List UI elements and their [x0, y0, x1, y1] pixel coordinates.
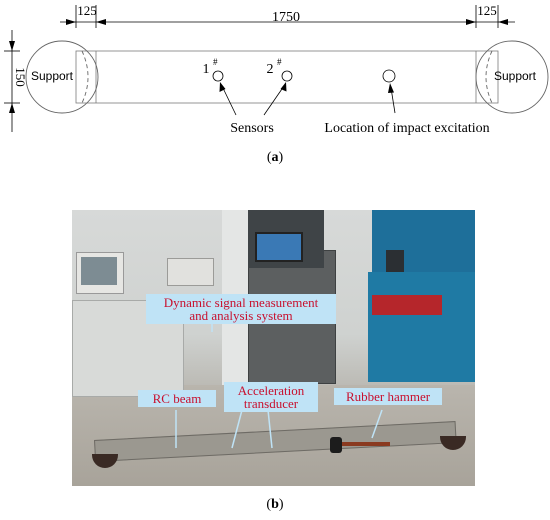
dim-arrow — [498, 19, 508, 25]
sensor-1-pointer — [221, 85, 237, 116]
dim-arrow — [9, 41, 15, 51]
daq-screen — [255, 232, 303, 262]
support-right-circle — [475, 40, 549, 114]
roller-support-left — [92, 454, 118, 468]
dim-span: 1750 — [272, 10, 300, 25]
beam-outline — [75, 50, 499, 104]
callout-hammer-text: Rubber hammer — [345, 389, 431, 404]
rubber-hammer-handle — [340, 442, 390, 446]
dim-arrow — [9, 103, 15, 113]
beam-schematic: 125 1750 125 150 Support Support 1 # 2 # — [4, 3, 549, 136]
support-right-hidden-edge — [485, 50, 493, 104]
callout-daq-line1: Dynamic signal measurement — [163, 295, 319, 310]
impact-location-marker — [382, 69, 396, 83]
callout-accel-line1: Acceleration — [237, 383, 305, 398]
pointer-arrowhead — [219, 82, 226, 92]
sensor-1-marker — [212, 70, 224, 82]
sensor-1-label: 1 — [203, 62, 210, 77]
dim-arrow — [96, 19, 106, 25]
sensors-label: Sensors — [230, 121, 274, 136]
printer — [167, 258, 214, 286]
dim-left-overhang: 125 — [77, 3, 97, 18]
sensor-2-pointer — [263, 85, 285, 116]
callout-rc-beam-text: RC beam — [152, 391, 202, 406]
subfigure-caption-b: (b) — [266, 497, 284, 512]
callout-rubber-hammer: Rubber hammer — [334, 388, 442, 405]
support-right-label: Support — [494, 69, 537, 83]
pointer-arrowhead — [280, 82, 287, 92]
callout-accel-line2: transducer — [243, 396, 299, 411]
pointer-line — [371, 409, 383, 439]
dim-depth: 150 — [13, 67, 28, 87]
subfigure-caption-a: (a) — [266, 150, 284, 165]
callout-acceleration-transducer: Acceleration transducer — [224, 382, 318, 412]
red-control-panel — [372, 295, 442, 315]
pointer-line — [231, 409, 243, 449]
callout-rc-beam: RC beam — [138, 390, 216, 407]
pointer-line — [267, 409, 273, 449]
lab-photograph: Dynamic signal measurement and analysis … — [72, 210, 475, 486]
support-left-hidden-edge — [81, 50, 89, 104]
sensor-1-superscript: # — [213, 57, 218, 67]
photo-pointer-lines — [175, 294, 383, 449]
dim-right-overhang: 125 — [477, 3, 497, 18]
sensor-2-superscript: # — [277, 57, 282, 67]
roller-support-right — [440, 436, 466, 450]
subfigure-letter-a: a — [271, 150, 279, 165]
testing-machine-base — [368, 272, 475, 382]
callout-daq-line2: and analysis system — [189, 308, 293, 323]
dim-arrow — [66, 19, 76, 25]
sensor-2-marker — [281, 70, 293, 82]
pointer-arrowhead — [388, 83, 394, 93]
support-left-circle — [25, 40, 99, 114]
dim-arrow — [466, 19, 476, 25]
sensor-2-label: 2 — [267, 62, 274, 77]
impact-location-label: Location of impact excitation — [324, 121, 489, 136]
callout-daq-system: Dynamic signal measurement and analysis … — [146, 294, 336, 324]
subfigure-letter-b: b — [271, 497, 279, 512]
support-left-label: Support — [31, 69, 74, 83]
rubber-hammer-head — [330, 437, 342, 453]
monitor-screen — [81, 257, 117, 285]
